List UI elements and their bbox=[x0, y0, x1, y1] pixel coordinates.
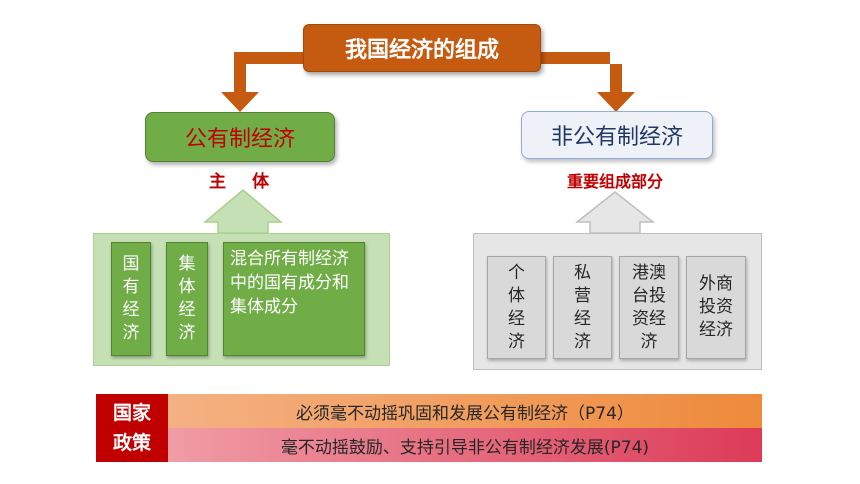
foreign-investment-label: 外商投资经济 bbox=[699, 274, 733, 340]
arrow-to-non-public bbox=[541, 52, 635, 112]
individual-economy-box: 个体经济 bbox=[487, 256, 546, 359]
policy-line-non-public: 毫不动摇鼓励、支持引导非公有制经济发展(P74) bbox=[168, 428, 762, 462]
national-policy-tag: 国家政策 bbox=[96, 394, 168, 462]
private-economy-box: 私营经济 bbox=[553, 256, 612, 359]
state-owned-economy-box: 国有经济 bbox=[111, 242, 151, 356]
policy-line-public: 必须毫不动摇巩固和发展公有制经济（P74） bbox=[168, 394, 762, 428]
private-economy-label: 私营经济 bbox=[574, 262, 591, 352]
individual-economy-label: 个体经济 bbox=[508, 262, 525, 352]
public-economy-box: 公有制经济 bbox=[145, 112, 335, 162]
state-owned-economy-label: 国有经济 bbox=[122, 254, 140, 343]
non-public-role-label: 重要组成部分 bbox=[566, 172, 663, 191]
hk-macao-taiwan-investment-box: 港澳台投资经济 bbox=[619, 256, 679, 359]
collective-economy-box: 集体经济 bbox=[166, 242, 208, 356]
non-public-economy-box: 非公有制经济 bbox=[521, 111, 713, 159]
arrow-up-green bbox=[202, 189, 284, 234]
arrow-to-public bbox=[221, 52, 303, 112]
collective-economy-label: 集体经济 bbox=[178, 254, 196, 343]
arrow-up-gray bbox=[574, 191, 656, 234]
national-policy-label: 国家政策 bbox=[112, 402, 151, 454]
foreign-investment-box: 外商投资经济 bbox=[686, 256, 746, 359]
public-role-label: 主 体 bbox=[209, 172, 279, 192]
mixed-ownership-box: 混合所有制经济中的国有成分和集体成分 bbox=[223, 242, 365, 356]
diagram-title: 我国经济的组成 bbox=[303, 24, 541, 72]
hk-macao-taiwan-investment-label: 港澳台投资经济 bbox=[632, 262, 666, 352]
